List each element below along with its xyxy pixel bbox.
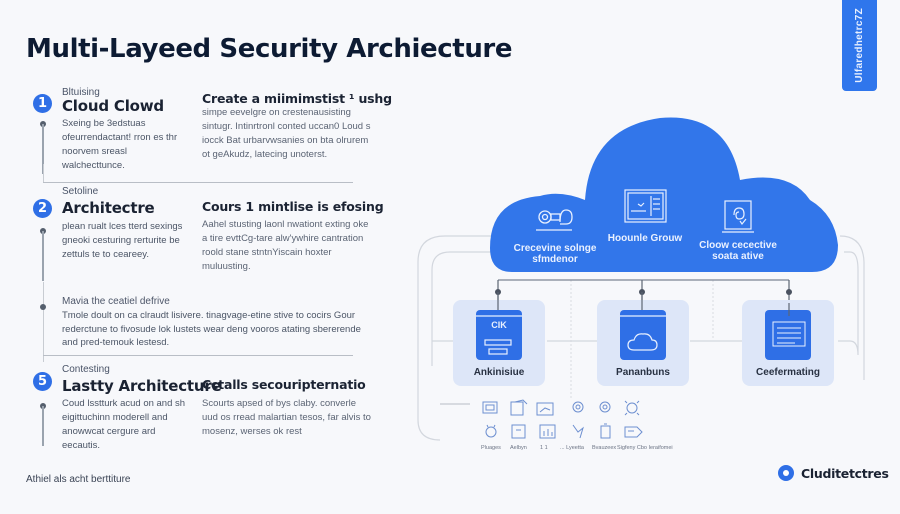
step-description: Sxeing be 3edstuas ofeurrendactant! rron… [62, 118, 178, 171]
key-lock-icon [536, 209, 573, 231]
step-kicker: Bltuising [62, 87, 100, 98]
divider [43, 164, 44, 182]
step-side-heading: Create a miimimstist ¹ ushg [202, 91, 392, 106]
step-number-badge: 2 [33, 199, 52, 218]
divider [43, 355, 353, 356]
node-label: Ankinisiue [473, 367, 525, 378]
step-side-description: simpe eevelgre on crestenausisting sintu… [202, 107, 371, 160]
footer-note: Athiel als acht berttiture [26, 474, 131, 485]
step-title: Cloud Clowd [62, 97, 164, 115]
mini-icon-label: ... Lyeetta [560, 445, 584, 451]
frame-icon [511, 424, 526, 439]
cloud-item-2-label[interactable]: Hoounle Grouw [600, 233, 690, 244]
divider [43, 182, 353, 183]
connector-inner-right [838, 251, 859, 356]
node-card-2[interactable]: Pananbuns [597, 300, 689, 386]
node-card-1[interactable]: CIK Ankinisiue [453, 300, 545, 386]
node-card-3[interactable]: Ceefermating [742, 300, 834, 386]
node-label: Ceefermating [756, 367, 820, 378]
virus-icon [624, 400, 640, 416]
timeline-dot [40, 304, 46, 310]
side-tab[interactable]: Ulfaredhetrc7Z [842, 0, 877, 91]
note-description: Tmole doult on ca clraudt lisivere. tina… [62, 310, 361, 348]
step-side-description: Aahel stusting laonl nwationt exting oke… [202, 219, 369, 272]
node-label: Pananbuns [616, 367, 670, 378]
battery-icon [600, 423, 611, 439]
node-icon-text: CIK [491, 320, 507, 330]
step-number-badge: 5 [33, 372, 52, 391]
mini-icon-label: Bvauzeex [592, 445, 617, 451]
timeline-line [42, 406, 44, 446]
bus-node [786, 289, 792, 295]
cloud-item-label-line: soata ative [712, 251, 764, 262]
mini-icon-label: 1 1 [540, 445, 548, 451]
brand-name: Cluditetctres [801, 465, 889, 481]
cloud-item-label-line: Hoounle Grouw [607, 233, 683, 244]
connector-inner-left [431, 251, 500, 366]
cloud-shape [490, 117, 838, 272]
step-number-badge: 1 [33, 94, 52, 113]
target-gear-icon [599, 401, 611, 413]
mini-icon-label: Sigfeny Cbo Ieraifomei [617, 445, 673, 451]
divider [43, 282, 44, 362]
bar-chart-icon [539, 424, 556, 439]
chart-window-icon [536, 402, 554, 416]
monitor-icon [482, 401, 498, 414]
step-kicker: Contesting [62, 364, 110, 375]
cloud-doc-icon [624, 426, 643, 438]
step-description: plean rualt lces tterd sexings gneoki ce… [62, 221, 183, 260]
cloud-item-label-line: sfmdenor [532, 254, 578, 265]
mini-icon-grid [482, 399, 640, 416]
step-title: Lastty Architecture [62, 377, 222, 395]
timeline-line [42, 124, 44, 174]
fingerprint-monitor-icon [722, 200, 754, 233]
brand-logo[interactable]: Cluditetctres [778, 465, 889, 481]
dashboard-window-icon [624, 189, 667, 223]
step-description: Coud lsstturk acud on and sh eigittuchin… [62, 398, 186, 451]
mini-icon-label: Pluages [481, 445, 501, 451]
pen-tool-icon [572, 424, 584, 439]
bus-node [639, 289, 645, 295]
document-list-icon [765, 310, 811, 360]
bulb-icon [485, 424, 497, 438]
step-side-heading: Cctalls secouripternatio [202, 377, 366, 392]
connector-outer-right [839, 235, 865, 380]
folder-stack-icon [510, 399, 528, 416]
page-title: Multi-Layeed Security Archiecture [26, 34, 513, 64]
step-side-description: Scourts apsed of bys claby. converle uud… [202, 398, 371, 437]
cloud-item-label-line: Cloow cecective [699, 240, 777, 251]
note-kicker: Mavia the ceatiel defrive [62, 296, 170, 307]
cloud-item-1-label[interactable]: Crecevine solnge sfmdenor [505, 243, 605, 265]
brand-icon [778, 465, 794, 481]
step-kicker: Setoline [62, 186, 99, 197]
server-panel-icon: CIK [476, 310, 522, 360]
step-title: Architectre [62, 199, 155, 217]
cloud-storage-icon [620, 310, 666, 360]
cloud-item-3-label[interactable]: Cloow cecective soata ative [690, 240, 786, 262]
cloud-item-label-line: Crecevine solnge [513, 243, 597, 254]
bus-node [495, 289, 501, 295]
step-side-heading: Cours 1 mintlise is efosing [202, 199, 384, 214]
connector-outer-left [417, 235, 500, 441]
timeline-line [42, 231, 44, 281]
gear-spark-icon [572, 401, 584, 413]
mini-icon-label: Aelbyn [510, 445, 527, 451]
